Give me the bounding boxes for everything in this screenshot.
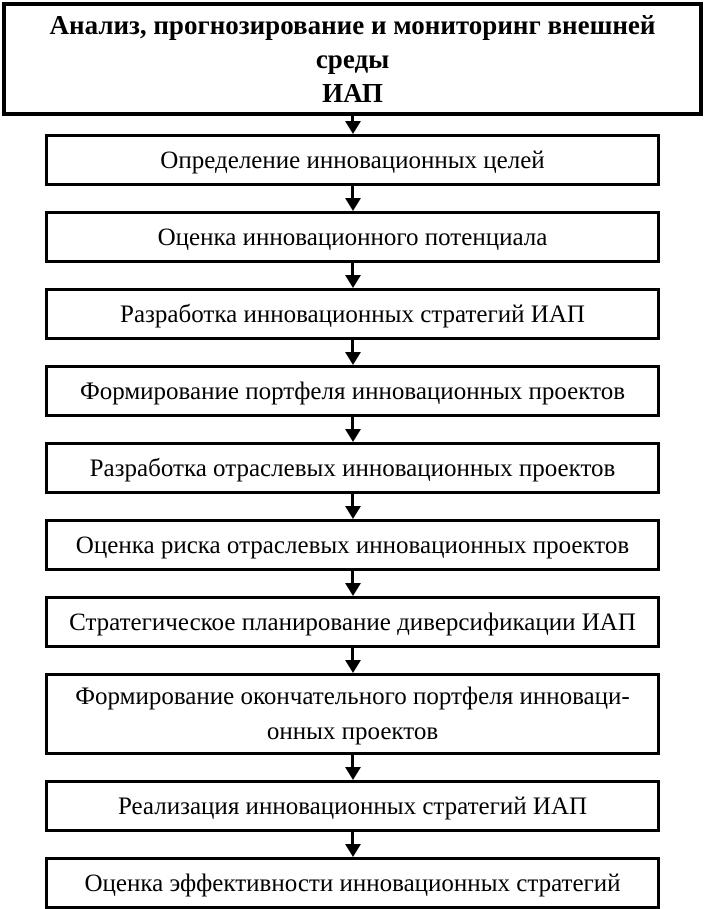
arrow-line	[351, 186, 354, 199]
arrow-head	[344, 506, 361, 520]
step-box-evaluate-effectiveness: Оценка эффективности инновационных страт…	[45, 857, 660, 909]
arrow-line	[351, 263, 354, 276]
step-box-strategic-diversification: Стратегическое планирование диверсификац…	[45, 596, 660, 649]
down-arrow-icon	[344, 494, 361, 520]
down-arrow-icon	[344, 340, 361, 366]
flow-title: Анализ, прогнозирование и мониторинг вне…	[49, 10, 656, 109]
step-box-assess-potential: Оценка инновационного потенциала	[45, 211, 660, 264]
step-label: Определение инновационных целей	[160, 146, 545, 174]
arrow-head	[344, 121, 361, 135]
arrow-head	[344, 844, 361, 858]
step-label: Формирование портфеля инновационных прое…	[79, 377, 625, 405]
step-label: Разработка инновационных стратегий ИАП	[120, 300, 585, 328]
arrow-head	[344, 429, 361, 443]
down-arrow-icon	[344, 417, 361, 443]
flow-title-box: Анализ, прогнозирование и мониторинг вне…	[2, 2, 703, 117]
step-label: Стратегическое планирование диверсификац…	[69, 608, 636, 636]
arrow-head	[344, 583, 361, 597]
step-box-define-goals: Определение инновационных целей	[45, 134, 660, 187]
arrow-line	[351, 648, 354, 661]
arrow-head	[344, 660, 361, 674]
step-box-final-portfolio: Формирование окончательного портфеля инн…	[45, 673, 660, 756]
down-arrow-icon	[344, 571, 361, 597]
step-box-implement-strategies: Реализация инновационных стратегий ИАП	[45, 780, 660, 833]
step-box-form-portfolio: Формирование портфеля инновационных прое…	[45, 365, 660, 418]
arrow-line	[351, 494, 354, 507]
step-box-assess-risk: Оценка риска отраслевых инновационных пр…	[45, 519, 660, 572]
step-box-develop-sector-projects: Разработка отраслевых инновационных прое…	[45, 442, 660, 495]
step-box-develop-strategies: Разработка инновационных стратегий ИАП	[45, 288, 660, 341]
step-label: Оценка инновационного потенциала	[157, 223, 548, 251]
down-arrow-icon	[344, 832, 361, 858]
down-arrow-icon	[344, 116, 361, 135]
down-arrow-icon	[344, 186, 361, 212]
step-label: Оценка эффективности инновационных страт…	[84, 869, 621, 897]
down-arrow-icon	[344, 755, 361, 781]
arrow-line	[351, 755, 354, 768]
down-arrow-icon	[344, 648, 361, 674]
arrow-head	[344, 352, 361, 366]
arrow-head	[344, 767, 361, 781]
arrow-head	[344, 198, 361, 212]
step-label: Реализация инновационных стратегий ИАП	[117, 792, 588, 820]
arrow-line	[351, 571, 354, 584]
step-label: Формирование окончательного портфеля инн…	[75, 683, 630, 746]
arrow-line	[351, 116, 354, 122]
arrow-line	[351, 417, 354, 430]
arrow-line	[351, 832, 354, 845]
step-label: Оценка риска отраслевых инновационных пр…	[75, 531, 630, 559]
down-arrow-icon	[344, 263, 361, 289]
step-label: Разработка отраслевых инновационных прое…	[89, 454, 616, 482]
arrow-head	[344, 275, 361, 289]
arrow-line	[351, 340, 354, 353]
